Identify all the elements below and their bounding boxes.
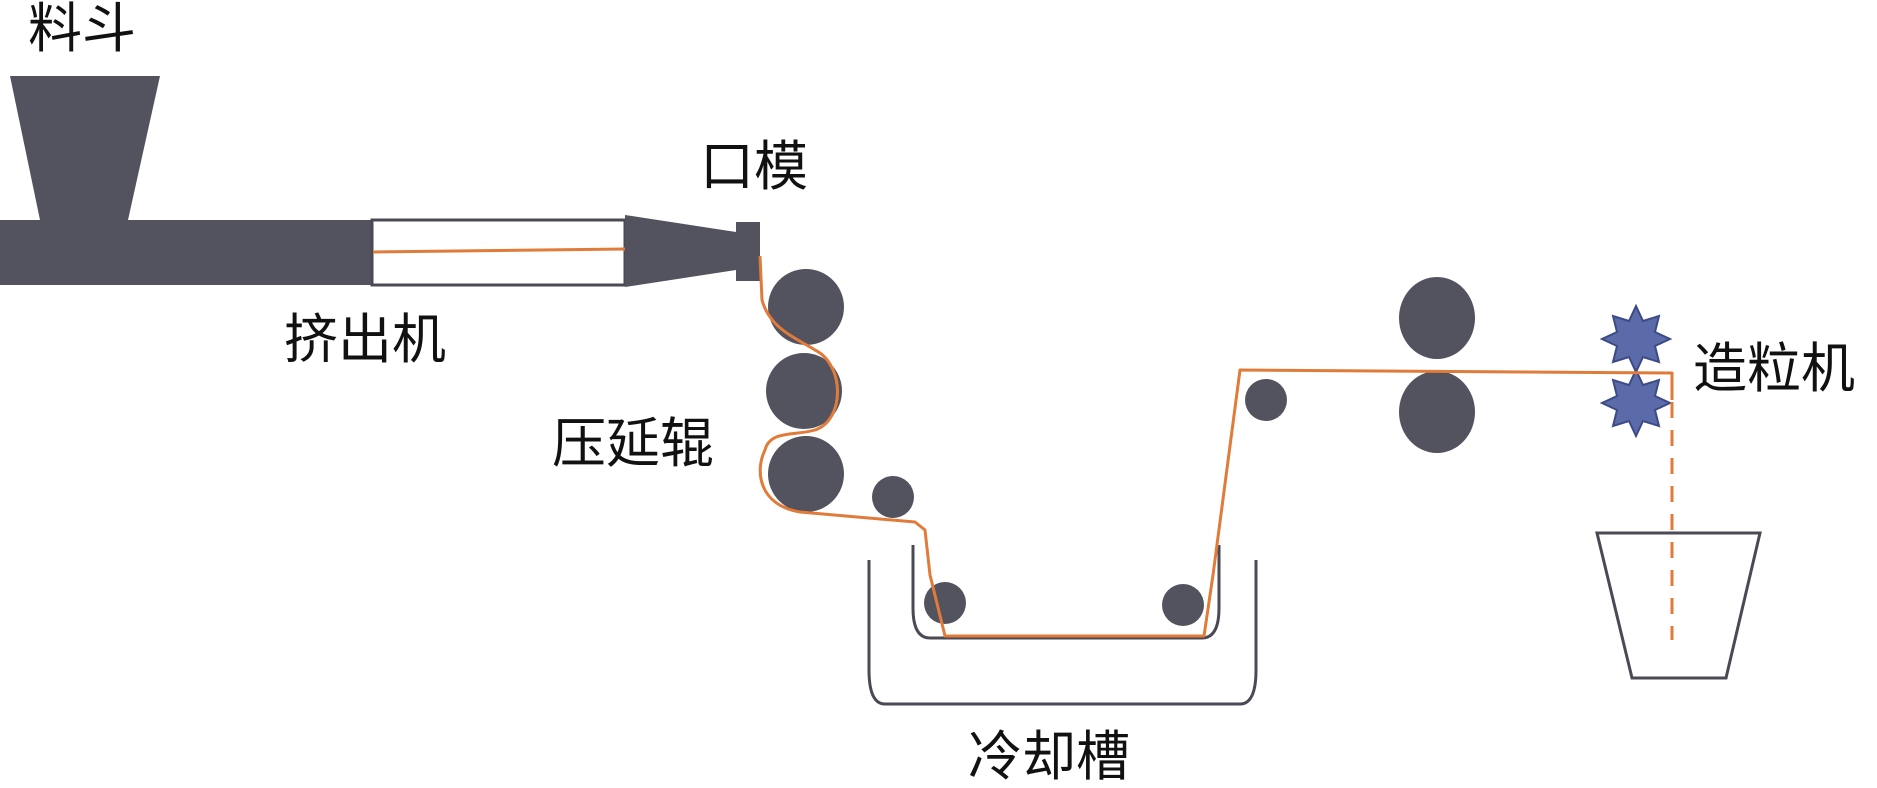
guide-roller-1 [872, 476, 914, 518]
calender-roll-middle [766, 353, 842, 429]
label-hopper: 料斗 [28, 0, 136, 60]
label-cooling-tank: 冷却槽 [968, 725, 1130, 788]
pelletizer-cutter-bottom [1599, 367, 1673, 439]
calender-roll-bottom [768, 436, 844, 512]
guide-roller-4 [1245, 379, 1287, 421]
cooling-tank-inner [911, 545, 1221, 640]
material-strand [372, 247, 1674, 638]
calender-roll-top [768, 269, 844, 345]
extruder-barrel [0, 220, 372, 285]
label-pelletizer: 造粒机 [1693, 337, 1855, 400]
haul-off-roll-bottom [1399, 371, 1475, 453]
collection-bin [1595, 531, 1762, 680]
guide-roller-2 [924, 582, 966, 624]
label-extruder: 挤出机 [284, 308, 446, 371]
cooling-tank [867, 560, 1258, 706]
label-calender-rolls: 压延辊 [552, 412, 714, 475]
label-die: 口模 [700, 135, 808, 198]
guide-roller-3 [1162, 584, 1204, 626]
die [736, 222, 760, 281]
pelletizer-cutter-top [1599, 303, 1673, 375]
extruder-cone [625, 215, 736, 287]
hopper [10, 76, 160, 220]
haul-off-roll-top [1399, 277, 1475, 359]
